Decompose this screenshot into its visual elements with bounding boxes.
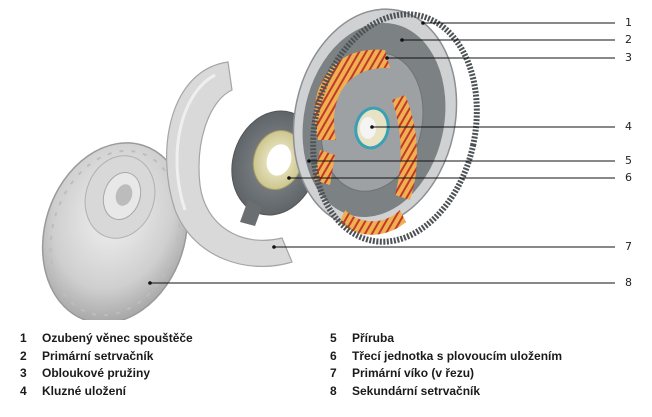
legend-number: 2: [20, 348, 27, 363]
legend-label: Obloukové pružiny: [42, 366, 151, 380]
dual-mass-flywheel-exploded-view: [41, 8, 615, 320]
legend-label: Primární setrvačník: [42, 348, 154, 363]
secondary-flywheel: [41, 142, 189, 320]
legend-number: 3: [20, 366, 27, 380]
legend-number: 8: [330, 383, 337, 398]
callout-number-8: 8: [625, 276, 632, 289]
callout-number-5: 5: [625, 154, 632, 167]
legend-label: Primární víko (v řezu): [352, 366, 475, 380]
callout-number-7: 7: [625, 240, 632, 253]
legend-left-column: 1 Ozubený věnec spouštěče 2 Primární setrv…: [20, 330, 193, 400]
legend-right-column: 5 Příruba 6 Třecí jednotka s plovoucím ulo…: [330, 330, 562, 400]
callout-number-4: 4: [625, 120, 632, 133]
legend-number: 5: [330, 331, 337, 345]
callout-number-3: 3: [625, 51, 632, 64]
callout-number-6: 6: [625, 171, 632, 184]
slide-bearing: [354, 106, 390, 150]
legend-item: 6 Třecí jednotka s plovoucím uložením: [330, 348, 562, 366]
legend-number: 4: [20, 383, 27, 398]
leader-dots: [148, 21, 425, 285]
legend-item: 4 Kluzné uložení: [20, 383, 193, 401]
legend-item: 7 Primární víko (v řezu): [330, 365, 562, 383]
legend-number: 7: [330, 366, 337, 380]
legend-item: 3 Obloukové pružiny: [20, 365, 193, 383]
leader-lines: [150, 22, 615, 284]
legend-label: Kluzné uložení: [42, 383, 126, 398]
legend-label: Příruba: [352, 331, 395, 345]
legend-item: 8 Sekundární setrvačník: [330, 383, 562, 401]
legend-label: Sekundární setrvačník: [352, 383, 481, 398]
legend-number: 6: [330, 348, 337, 363]
starter-ring-gear: [310, 11, 480, 245]
callout-number-2: 2: [625, 33, 632, 46]
legend-item: 2 Primární setrvačník: [20, 348, 193, 366]
legend-item: 5 Příruba: [330, 330, 562, 348]
callout-number-1: 1: [625, 16, 632, 29]
legend-item: 1 Ozubený věnec spouštěče: [20, 330, 193, 348]
primary-cover-cutaway: [166, 61, 293, 268]
legend-number: 1: [20, 331, 27, 345]
legend-label: Ozubený věnec spouštěče: [42, 331, 193, 345]
legend-label: Třecí jednotka s plovoucím uložením: [352, 348, 563, 363]
